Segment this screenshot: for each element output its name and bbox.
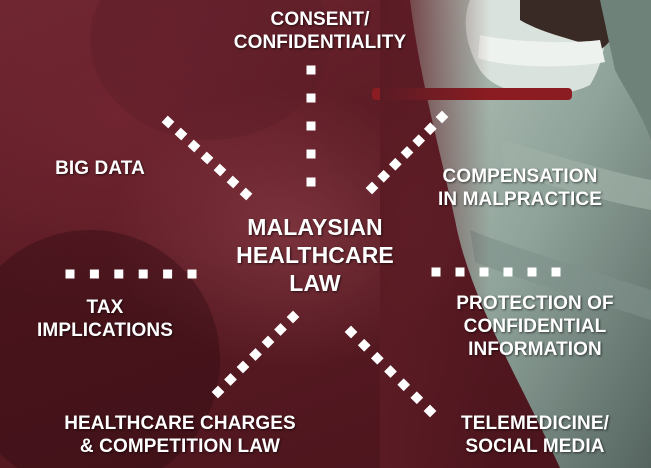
connector-dot: [435, 110, 449, 124]
connector-dot: [365, 181, 379, 195]
connector-dot: [249, 348, 262, 361]
connector-dot: [306, 177, 316, 187]
topic-compensation-malpractice: COMPENSATION IN MALPRACTICE: [438, 166, 602, 210]
connector-dot: [455, 267, 465, 277]
connector-dot: [261, 335, 275, 349]
connector-dot: [410, 391, 424, 405]
connector-dot: [306, 121, 316, 131]
connector-dot: [236, 360, 250, 374]
topic-telemedicine-social-media: TELEMEDICINE/ SOCIAL MEDIA: [460, 413, 610, 457]
connector-dot: [187, 139, 201, 153]
spoke-tax: [65, 269, 197, 279]
connector-dot: [423, 122, 437, 136]
spoke-big-data: [161, 115, 253, 201]
topic-big-data: BIG DATA: [55, 158, 145, 179]
connector-dot: [423, 404, 437, 418]
connector-dot: [114, 269, 124, 279]
connector-dot: [65, 269, 75, 279]
connector-dot: [479, 267, 489, 277]
center-title: MALAYSIAN HEALTHCARE LAW: [236, 214, 394, 296]
topic-consent-confidentiality: CONSENT/ CONFIDENTIALITY: [233, 9, 407, 53]
topic-healthcare-charges-competition-law: HEALTHCARE CHARGES & COMPETITION LAW: [64, 413, 296, 457]
topic-tax-implications: TAX IMPLICATIONS: [37, 297, 173, 341]
connector-dot: [226, 175, 240, 189]
spoke-compensation: [365, 110, 449, 195]
connector-dot: [551, 267, 561, 277]
background-figure-shadow: [0, 230, 220, 468]
connector-dot: [527, 267, 537, 277]
connector-dot: [306, 149, 316, 159]
connector-dot: [286, 310, 300, 324]
connector-dot: [306, 65, 316, 75]
connector-dot: [377, 169, 391, 183]
connector-dot: [388, 157, 402, 171]
connector-dot: [431, 267, 441, 277]
connector-dot: [161, 115, 175, 129]
connector-dot: [503, 267, 513, 277]
connector-dot: [306, 93, 316, 103]
connector-dot: [357, 338, 371, 352]
connector-dot: [224, 373, 237, 386]
spoke-telemedicine: [344, 325, 437, 418]
connector-dot: [200, 151, 214, 165]
connector-dot: [274, 323, 287, 336]
connector-dot: [412, 134, 426, 148]
connector-dot: [213, 163, 227, 177]
connector-dot: [174, 127, 188, 141]
spoke-protection: [431, 267, 561, 277]
connector-dot: [397, 378, 411, 392]
connector-dot: [187, 269, 197, 279]
connector-dot: [239, 187, 253, 201]
connector-dot: [89, 269, 99, 279]
connector-dot: [344, 325, 358, 339]
connector-dot: [211, 385, 225, 399]
connector-dot: [400, 146, 414, 159]
connector-dot: [384, 365, 397, 378]
spoke-charges: [211, 310, 300, 399]
connector-dot: [163, 269, 173, 279]
topic-protection-of-confidential-information: PROTECTION OF CONFIDENTIAL INFORMATION: [456, 293, 614, 360]
connector-dot: [370, 351, 384, 365]
connector-dot: [138, 269, 148, 279]
spoke-consent: [306, 65, 316, 187]
